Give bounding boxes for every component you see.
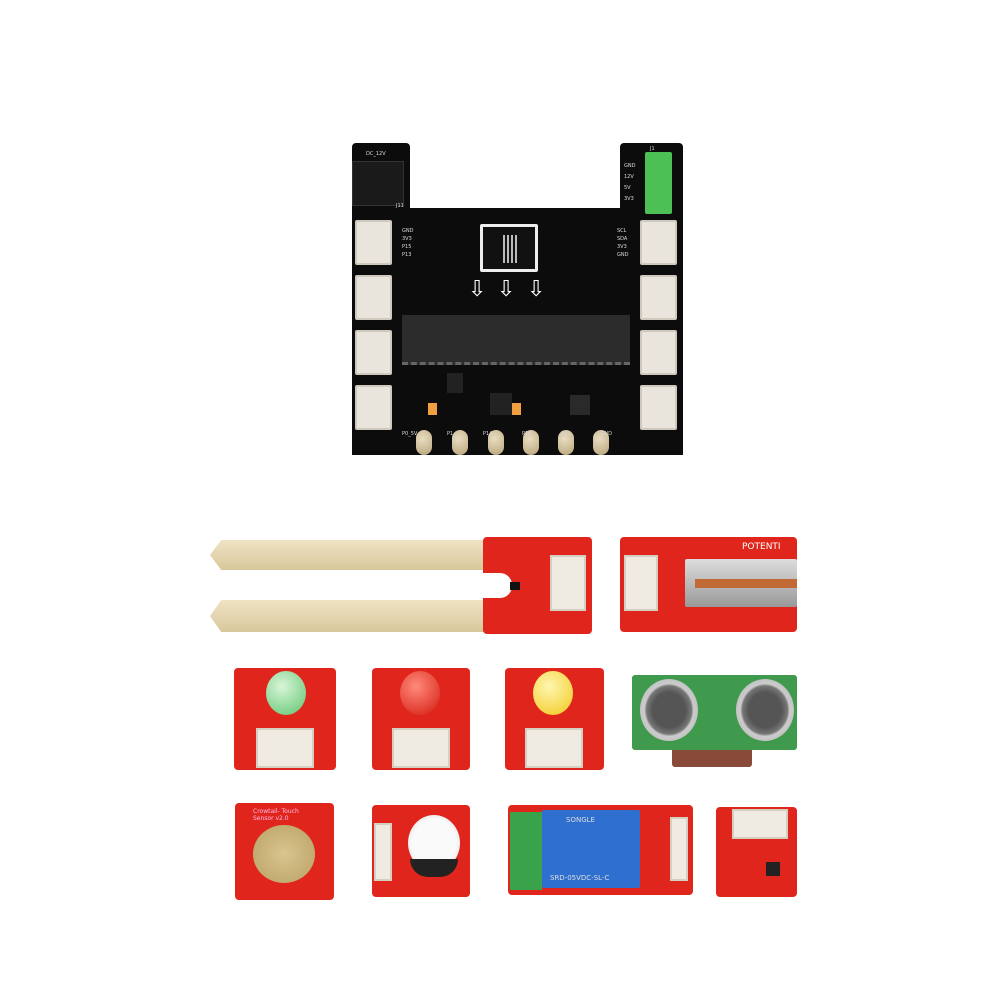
jack-ref: J11: [396, 203, 404, 209]
pad-label: GND: [600, 431, 612, 437]
grove-port: [355, 385, 392, 430]
pin-label: 3V3: [617, 244, 627, 250]
microbit-icon: [480, 224, 538, 272]
pin-label: GND: [617, 252, 629, 258]
yellow-led-module: [505, 668, 604, 770]
edge-pad: [523, 430, 539, 455]
slide-potentiometer-module: POTENTI: [620, 537, 797, 632]
soil-moisture-sensor: [210, 537, 592, 634]
relay-brand: SONGLE: [566, 816, 595, 824]
grove-port: [355, 275, 392, 320]
touch-sensor-label: Crowtail- Touch Sensor v2.0: [253, 808, 299, 822]
grove-port: [355, 330, 392, 375]
screw-terminal: [645, 152, 672, 214]
expansion-board: DC_12V J11 J1 GND 12V 5V 3V3 GND 3V3 P15…: [352, 143, 683, 455]
arrow-down-icon: ⇩: [468, 277, 487, 302]
green-led-module: [234, 668, 336, 770]
buzzer-module: [372, 805, 470, 897]
grove-port: [355, 220, 392, 265]
pin-label: 12V: [624, 174, 634, 180]
chip: [490, 393, 512, 415]
chip: [570, 395, 590, 415]
edge-pad: [558, 430, 574, 455]
pin-label: 3V3: [624, 196, 634, 202]
dc-power-jack: [352, 161, 404, 206]
light-sensor-module: [716, 807, 797, 897]
grove-port: [640, 385, 677, 430]
touch-sensor-module: Crowtail- Touch Sensor v2.0: [235, 803, 334, 900]
pin-label: 5V: [624, 185, 631, 191]
edge-connector-slot: [402, 315, 630, 365]
pin-label: P13: [402, 252, 412, 258]
pad-label: 3V3: [561, 431, 571, 437]
potentiometer-label: POTENTI: [742, 542, 781, 552]
red-led-module: [372, 668, 470, 770]
pad-label: P1: [447, 431, 454, 437]
edge-pad: [416, 430, 432, 455]
relay-module: SONGLE SRD-05VDC-SL-C: [508, 805, 693, 895]
grove-port: [640, 220, 677, 265]
relay-model: SRD-05VDC-SL-C: [550, 874, 610, 882]
terminal-ref: J1: [650, 146, 655, 152]
edge-pad: [488, 430, 504, 455]
arrow-down-icon: ⇩: [497, 277, 516, 302]
grove-port: [640, 330, 677, 375]
power-jack-label: DC_12V: [366, 151, 386, 157]
arrow-down-icon: ⇩: [527, 277, 546, 302]
grove-port: [640, 275, 677, 320]
pin-label: GND: [402, 228, 414, 234]
pad-label: P14: [482, 431, 493, 437]
edge-pad: [452, 430, 468, 455]
pad-label: P0_5V: [402, 431, 418, 437]
pin-label: SDA: [617, 236, 628, 242]
pin-label: GND: [624, 163, 636, 169]
pin-label: 3V3: [402, 236, 412, 242]
ultrasonic-sensor-module: [632, 675, 797, 770]
pin-label: SCL: [617, 228, 627, 234]
pad-label: P16: [521, 431, 532, 437]
edge-pad: [593, 430, 609, 455]
pin-label: P15: [402, 244, 412, 250]
chip: [447, 373, 463, 393]
